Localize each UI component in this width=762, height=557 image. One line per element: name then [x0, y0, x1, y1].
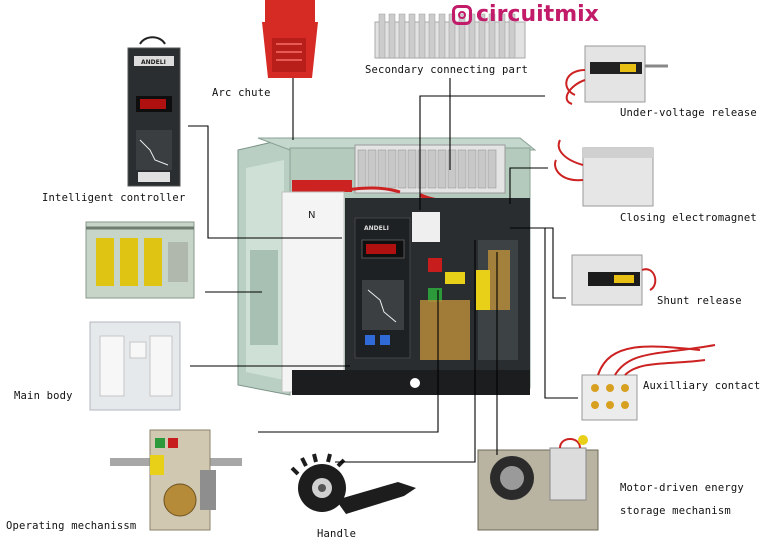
- main-breaker-illustration: N ANDELI: [237, 137, 537, 396]
- label-arc-chute: Arc chute: [212, 87, 271, 99]
- leader-shunt-release: [530, 227, 566, 299]
- label-under-voltage-release: Under-voltage release: [620, 107, 757, 119]
- brand-name: circuitmix: [476, 2, 599, 27]
- arc-chute-illustration: [262, 0, 318, 78]
- label-operating-mechanism: Operating mechanissm: [6, 520, 137, 532]
- under-voltage-release-illustration: [565, 45, 668, 105]
- label-handle: Handle: [317, 528, 357, 540]
- leader-intelligent-controller: [188, 125, 342, 239]
- auxiliary-contact-illustration: [581, 344, 716, 421]
- leader-closing-electromagnet: [509, 167, 548, 204]
- leader-lines: [188, 78, 578, 463]
- handle-illustration: [290, 453, 416, 514]
- leader-handle: [335, 240, 476, 463]
- label-motor-driven-line2: storage mechanism: [620, 505, 731, 517]
- label-secondary-connecting-part: Secondary connecting part: [365, 64, 529, 76]
- motor-driven-mechanism-illustration: [477, 435, 599, 531]
- instagram-icon: [452, 4, 472, 25]
- secondary-connector-illustration: [374, 13, 526, 59]
- shunt-release-illustration: [571, 254, 657, 306]
- panel-letter: N: [308, 210, 315, 221]
- brand-watermark: circuitmix: [452, 2, 599, 27]
- leader-under-voltage: [419, 95, 545, 210]
- label-main-body: Main body: [14, 390, 73, 402]
- terminal-block-illustration: [85, 221, 195, 299]
- label-intelligent-controller: Intelligent controller: [42, 192, 186, 204]
- closing-electromagnet-illustration: [554, 139, 654, 207]
- label-shunt-release: Shunt release: [657, 295, 742, 307]
- front-brand: ANDELI: [364, 225, 389, 232]
- leader-operating-mechanism: [258, 290, 439, 433]
- controller-brand: ANDELI: [141, 59, 166, 66]
- operating-mechanism-illustration: [110, 429, 242, 531]
- label-auxiliary-contact: Auxilliary contact: [643, 380, 761, 392]
- label-motor-driven-line1: Motor-driven energy: [620, 482, 744, 494]
- main-body-illustration: [89, 321, 181, 411]
- label-closing-electromagnet: Closing electromagnet: [620, 212, 757, 224]
- leader-auxiliary-contact: [510, 227, 578, 399]
- intelligent-controller-illustration: ANDELI: [127, 36, 181, 187]
